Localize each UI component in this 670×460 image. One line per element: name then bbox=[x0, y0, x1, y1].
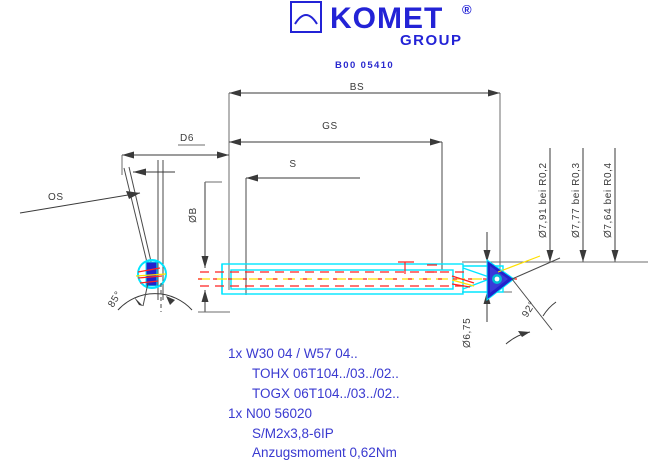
dimension-label-diameter-b: ØB bbox=[188, 207, 199, 223]
dimension-label-s: S bbox=[289, 159, 296, 170]
dimension-label-os: OS bbox=[48, 192, 64, 203]
callout-text-r02: Ø7,91 bei R0,2 bbox=[538, 162, 549, 238]
brand-registered-icon: ® bbox=[462, 2, 472, 17]
dimension-diameter-b bbox=[201, 181, 222, 268]
note-line-6: Anzugsmoment 0,62Nm bbox=[252, 445, 397, 460]
angle-arc-92 bbox=[505, 257, 561, 345]
note-line-4: 1x N00 56020 bbox=[228, 406, 312, 421]
dimension-label-gs: GS bbox=[322, 121, 338, 132]
dimension-d6 bbox=[121, 144, 229, 175]
dimension-label-d6: D6 bbox=[180, 133, 194, 144]
dimension-label-pilot-diameter: Ø6,75 bbox=[462, 318, 473, 348]
note-line-5: S/M2x3,8-6IP bbox=[252, 426, 334, 441]
callout-leader-lines bbox=[505, 148, 648, 263]
part-number: B00 05410 bbox=[335, 60, 394, 71]
dimension-gs bbox=[229, 138, 443, 270]
brand-suffix: GROUP bbox=[400, 32, 463, 49]
dimension-s bbox=[245, 174, 360, 295]
brand-name: KOMET bbox=[330, 2, 443, 35]
cutting-insert-right bbox=[486, 255, 541, 302]
angle-label-92: 92° bbox=[520, 299, 538, 319]
internal-detail-marks bbox=[398, 261, 475, 288]
note-line-1: 1x W30 04 / W57 04.. bbox=[228, 346, 358, 361]
note-line-2: TOHX 06T104../03../02.. bbox=[252, 366, 399, 381]
callout-text-r03: Ø7,77 bei R0,3 bbox=[571, 162, 582, 238]
angle-label-85: 85° bbox=[106, 289, 124, 309]
note-line-3: TOGX 06T104../03../02.. bbox=[252, 386, 400, 401]
callout-text-r04: Ø7,64 bei R0,4 bbox=[603, 162, 614, 238]
dimension-lower-left bbox=[198, 290, 230, 313]
dimension-label-bs: BS bbox=[350, 82, 365, 93]
left-detail-view bbox=[19, 160, 193, 312]
dimension-bs bbox=[228, 89, 501, 290]
komet-logo-mark bbox=[290, 1, 322, 33]
centerline-group bbox=[198, 271, 520, 287]
